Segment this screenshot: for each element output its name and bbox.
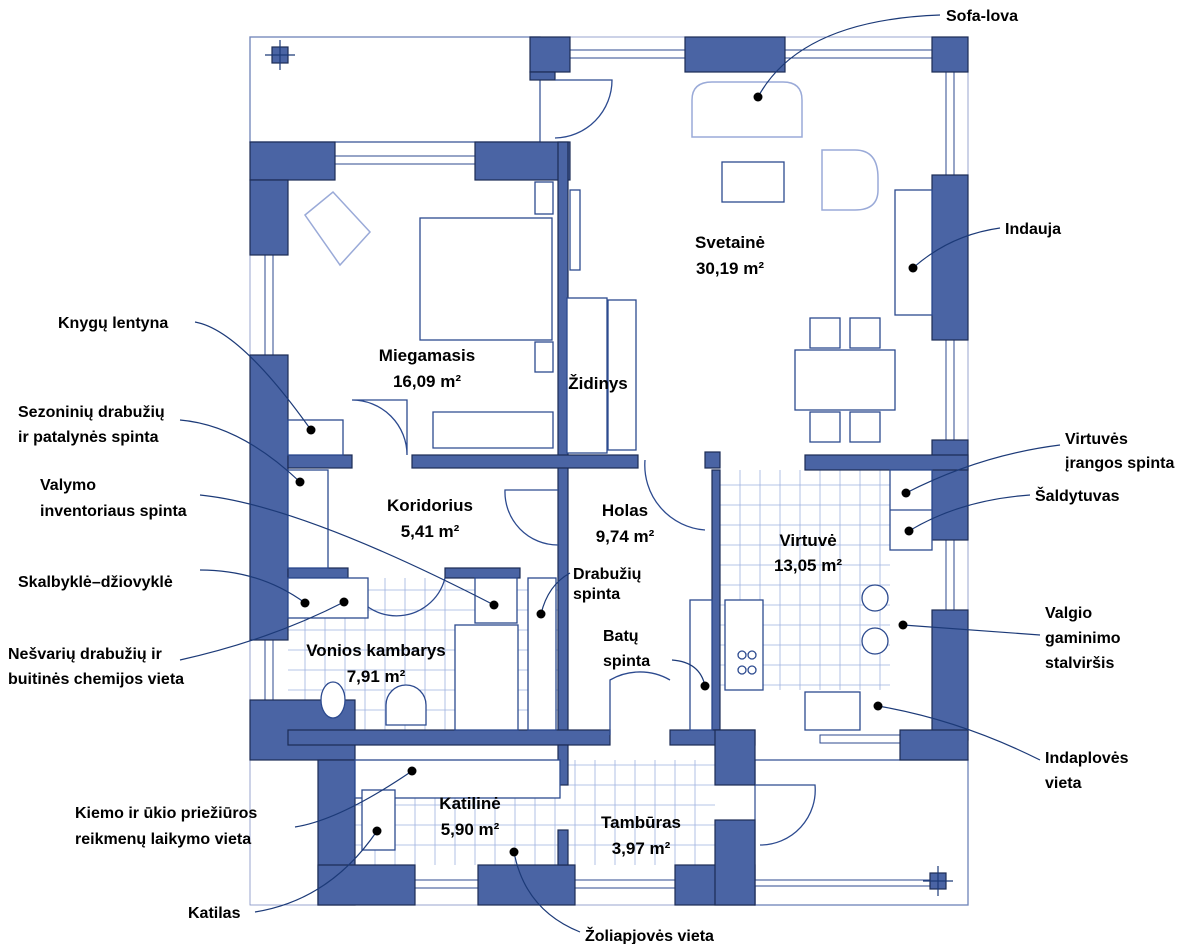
svg-text:Žoliapjovės vieta: Žoliapjovės vieta — [585, 926, 714, 944]
room-area: 9,74 m² — [596, 527, 655, 546]
room-name: Tambūras — [601, 813, 681, 832]
room-area: 5,41 m² — [401, 522, 460, 541]
callout-kiemo: Kiemo ir ūkio priežiūros reikmenų laikym… — [75, 766, 417, 848]
room-area: 5,90 m² — [441, 820, 500, 839]
svg-text:Valymo: Valymo — [40, 477, 96, 494]
svg-text:inventoriaus spinta: inventoriaus spinta — [40, 503, 187, 520]
svg-text:Šaldytuvas: Šaldytuvas — [1035, 486, 1120, 505]
room-name: Virtuvė — [779, 531, 836, 550]
room-name: Katilinė — [439, 794, 500, 813]
column-marker-icon — [265, 40, 953, 896]
callout-batu-spinta: Batų spinta — [603, 628, 710, 691]
callout-knygu-lentyna: Knygų lentyna — [58, 315, 316, 435]
svg-text:vieta: vieta — [1045, 775, 1082, 792]
svg-text:Sofa-lova: Sofa-lova — [946, 8, 1018, 25]
svg-text:įrangos spinta: įrangos spinta — [1065, 455, 1174, 472]
svg-text:ir patalynės spinta: ir patalynės spinta — [18, 429, 159, 446]
svg-text:Batų: Batų — [603, 628, 639, 645]
callout-nesvariu: Nešvarių drabužių ir buitinės chemijos v… — [8, 597, 349, 688]
svg-text:Valgio: Valgio — [1045, 605, 1092, 622]
room-area: 13,05 m² — [774, 556, 842, 575]
svg-text:Nešvarių drabužių ir: Nešvarių drabužių ir — [8, 646, 162, 663]
room-koridorius: Koridorius 5,41 m² — [387, 496, 473, 541]
svg-text:Indaplovės: Indaplovės — [1045, 750, 1129, 767]
svg-text:Indauja: Indauja — [1005, 221, 1061, 238]
callout-saldytuvas: Šaldytuvas — [904, 486, 1120, 536]
callout-skalbykle: Skalbyklė–džiovyklė — [18, 569, 310, 608]
room-area: 7,91 m² — [347, 667, 406, 686]
svg-text:Kiemo ir ūkio priežiūros: Kiemo ir ūkio priežiūros — [75, 805, 257, 822]
room-area: 3,97 m² — [612, 839, 671, 858]
callout-valgio-stalvirsis: Valgio gaminimo stalviršis — [898, 605, 1121, 672]
callout-zoliapjoves: Žoliapjovės vieta — [509, 847, 714, 944]
callout-sezoniniu-spinta: Sezoninių drabužių ir patalynės spinta — [18, 404, 305, 487]
room-name: Miegamasis — [379, 346, 475, 365]
svg-text:Sezoninių drabužių: Sezoninių drabužių — [18, 404, 165, 421]
room-virtuve: Virtuvė 13,05 m² — [774, 531, 842, 575]
callout-drabuziu-spinta: Drabužių spinta — [536, 566, 641, 619]
room-tamburas: Tambūras 3,97 m² — [601, 813, 681, 858]
room-area: 16,09 m² — [393, 372, 461, 391]
svg-text:Knygų lentyna: Knygų lentyna — [58, 315, 168, 332]
svg-text:buitinės chemijos vieta: buitinės chemijos vieta — [8, 671, 184, 688]
doors — [347, 79, 816, 846]
callout-valymo-spinta: Valymo inventoriaus spinta — [40, 477, 499, 610]
room-vonios: Vonios kambarys 7,91 m² — [306, 641, 446, 686]
room-name: Koridorius — [387, 496, 473, 515]
callout-virtuves-spinta: Virtuvės įrangos spinta — [901, 431, 1174, 498]
svg-text:spinta: spinta — [573, 586, 620, 603]
room-holas: Holas 9,74 m² — [596, 501, 655, 546]
room-svetaine: Svetainė 30,19 m² — [695, 233, 765, 278]
callout-indaploves: Indaplovės vieta — [873, 701, 1129, 792]
svg-text:Drabužių: Drabužių — [573, 566, 641, 583]
room-miegamasis: Miegamasis 16,09 m² — [379, 346, 475, 391]
room-zidinys: Židinys — [568, 374, 628, 393]
room-name: Svetainė — [695, 233, 765, 252]
room-area: 30,19 m² — [696, 259, 764, 278]
furniture — [287, 81, 933, 851]
svg-text:stalviršis: stalviršis — [1045, 655, 1114, 672]
svg-text:Skalbyklė–džiovyklė: Skalbyklė–džiovyklė — [18, 574, 173, 591]
svg-text:spinta: spinta — [603, 653, 650, 670]
svg-text:Katilas: Katilas — [188, 905, 241, 922]
room-name: Holas — [602, 501, 648, 520]
callout-sofa-lova: Sofa-lova — [753, 8, 1018, 102]
svg-text:Virtuvės: Virtuvės — [1065, 431, 1128, 448]
callout-katilas: Katilas — [188, 826, 382, 922]
room-katiline: Katilinė 5,90 m² — [439, 794, 500, 839]
room-name: Vonios kambarys — [306, 641, 446, 660]
svg-text:gaminimo: gaminimo — [1045, 630, 1121, 647]
svg-text:reikmenų laikymo vieta: reikmenų laikymo vieta — [75, 831, 251, 848]
windows — [264, 49, 955, 889]
callout-indauja: Indauja — [908, 221, 1061, 273]
